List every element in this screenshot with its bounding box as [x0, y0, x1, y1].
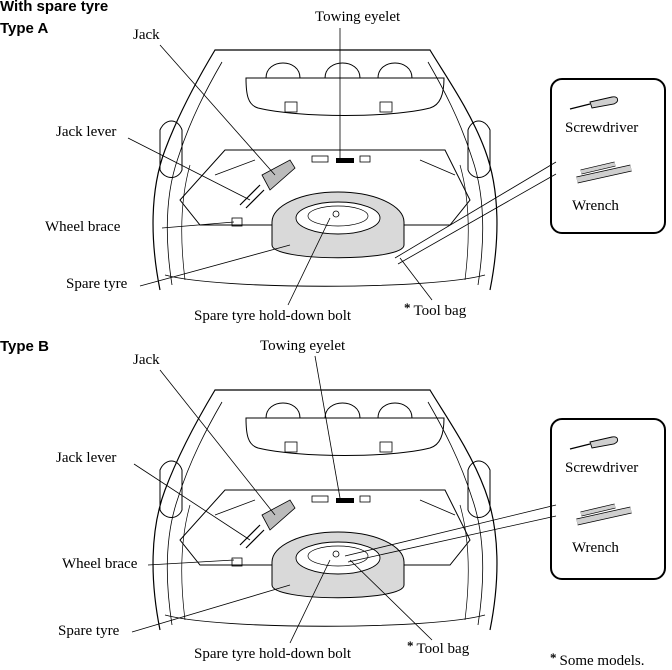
label-spare-tyre-a: Spare tyre — [66, 276, 128, 292]
label-towing-eyelet-a: Towing eyelet — [315, 9, 401, 25]
section-title: With spare tyre — [0, 0, 109, 15]
label-jack-lever-a: Jack lever — [56, 124, 117, 140]
label-hold-down-bolt-b: Spare tyre hold-down bolt — [194, 646, 352, 662]
label-jack-b: Jack — [133, 352, 160, 368]
label-tool-bag-a: *Tool bag — [404, 300, 467, 319]
label-screwdriver-b: Screwdriver — [565, 460, 639, 476]
label-wheel-brace-a: Wheel brace — [45, 219, 121, 235]
leader-lines-type-b — [131, 355, 557, 644]
label-towing-eyelet-b: Towing eyelet — [260, 338, 346, 354]
leader-lines-type-a — [127, 28, 557, 306]
label-wrench-b: Wrench — [572, 540, 619, 556]
asterisk-marker: * — [404, 300, 411, 315]
label-jack-lever-b: Jack lever — [56, 450, 117, 466]
label-tool-bag-b: *Tool bag — [407, 638, 470, 657]
type-a-label: Type A — [0, 20, 49, 37]
label-hold-down-bolt-a: Spare tyre hold-down bolt — [194, 308, 352, 324]
label-screwdriver-a: Screwdriver — [565, 120, 639, 136]
footnote: *Some models. — [550, 650, 645, 669]
label-jack-a: Jack — [133, 27, 160, 43]
type-b-label: Type B — [0, 338, 49, 355]
asterisk-marker: * — [407, 638, 414, 653]
trunk-type-a — [152, 49, 498, 291]
tool-callout-type-a — [550, 78, 666, 234]
asterisk-marker: * — [550, 650, 557, 665]
label-wrench-a: Wrench — [572, 198, 619, 214]
label-spare-tyre-b: Spare tyre — [58, 623, 120, 639]
tool-callout-type-b — [550, 418, 666, 580]
label-wheel-brace-b: Wheel brace — [62, 556, 138, 572]
